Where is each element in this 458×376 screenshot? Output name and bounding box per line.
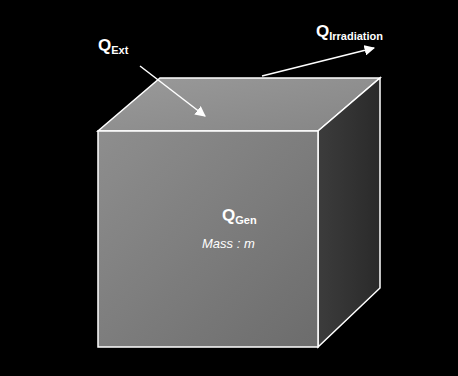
- heat-flow-label: QIrradiation: [316, 22, 383, 42]
- quantity-symbol: Q: [222, 206, 235, 225]
- mass-label: Mass : m: [202, 236, 255, 251]
- quantity-subscript: Irradiation: [329, 30, 383, 42]
- heat-in-arrow: [140, 66, 205, 116]
- heat-out-arrow: [262, 48, 374, 76]
- cube-body: QGenMass : m: [98, 131, 318, 347]
- heat-generation-label: QGen: [222, 206, 257, 226]
- quantity-symbol: Q: [316, 22, 329, 41]
- cube-front-face: [98, 131, 318, 347]
- cube-side-face: [318, 78, 380, 347]
- quantity-subscript: Ext: [111, 44, 128, 56]
- quantity-symbol: Q: [98, 36, 111, 55]
- heat-flow-label: QExt: [98, 36, 128, 56]
- quantity-subscript: Gen: [235, 214, 256, 226]
